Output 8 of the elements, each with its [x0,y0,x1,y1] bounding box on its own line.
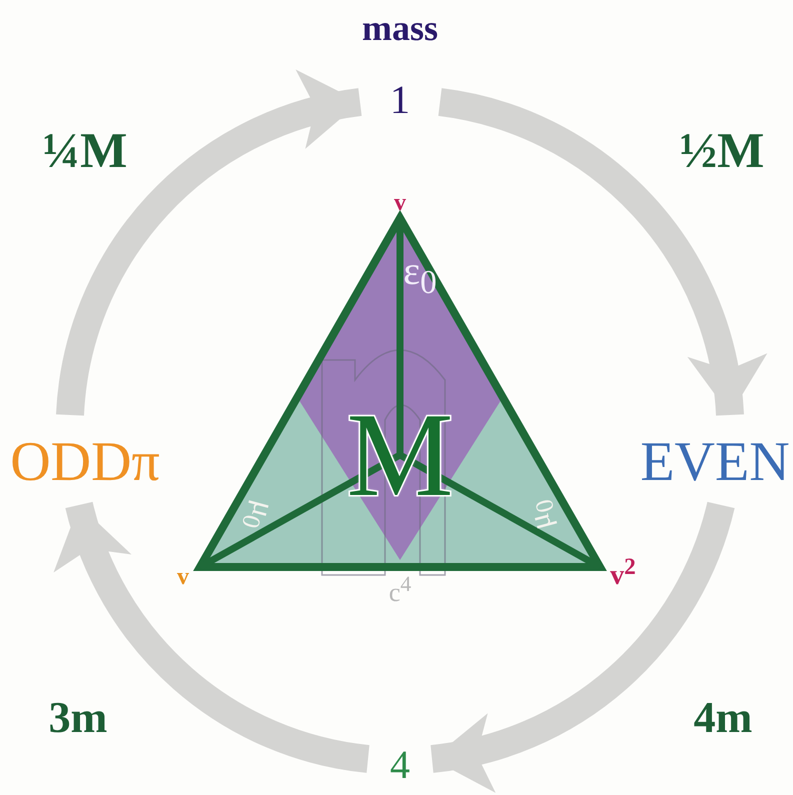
cycle-label: EVEN [640,434,790,490]
vertex-label: v [394,191,406,215]
cycle-label: 1 [390,80,410,120]
symbol-label: ε$_{0}$ [403,250,437,300]
heading-text: mass [362,10,438,46]
cycle-label: ODDπ [10,434,160,490]
symbol-label: c$^{4}$ [388,574,412,606]
cycle-label: 4 [390,745,410,785]
